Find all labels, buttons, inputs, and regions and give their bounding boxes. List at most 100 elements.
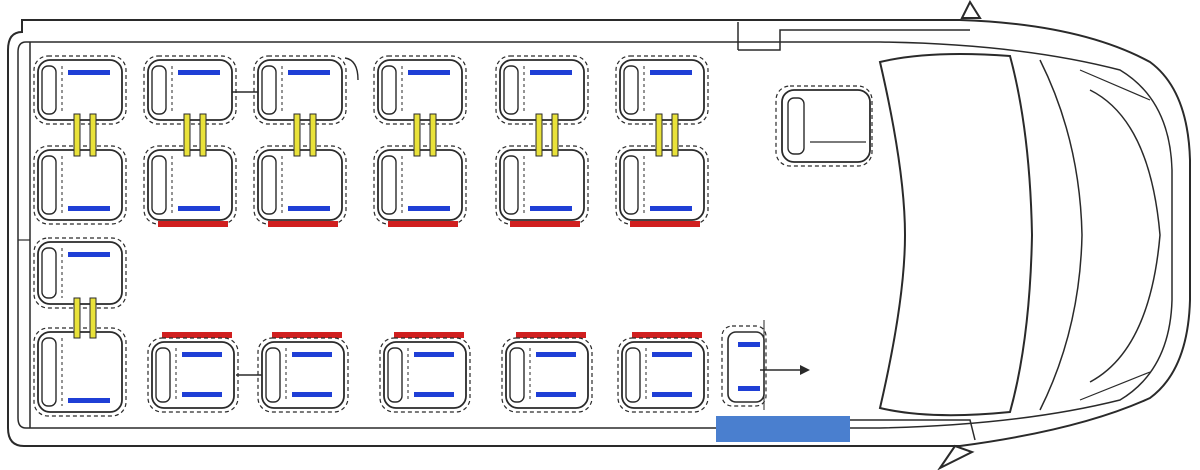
seat-connector [429, 113, 437, 157]
seat-connector [655, 113, 663, 157]
seat-backrest [151, 155, 167, 215]
side-mirror-icon [937, 444, 975, 470]
seat-stripe [408, 206, 450, 211]
seat-bar [394, 332, 464, 338]
sliding-door-track-bottom [850, 419, 976, 441]
hood-line [1039, 59, 1083, 411]
seat-backrest [41, 247, 57, 299]
headlight-lines [1079, 69, 1151, 401]
seat-stripe [182, 352, 222, 357]
passenger-seat [379, 337, 471, 413]
seat-bar [388, 221, 458, 227]
seat-backrest [387, 347, 403, 403]
passenger-seat [501, 337, 593, 413]
seat-stripe [288, 70, 330, 75]
passenger-seat [143, 145, 237, 225]
seat-cushion [377, 59, 463, 121]
seat-backrest [625, 347, 641, 403]
seat-bar [516, 332, 586, 338]
vehicle-body [7, 0, 1191, 470]
seat-backrest [503, 155, 519, 215]
seat-connector [89, 113, 97, 157]
seat-stripe [292, 392, 332, 397]
side-mirror-icon [960, 0, 982, 19]
seat-connector [293, 113, 301, 157]
seat-connector [89, 297, 97, 339]
seat-cushion [619, 59, 705, 121]
seat-shadow-outline [501, 337, 593, 413]
seat-backrest [265, 347, 281, 403]
seat-shadow-outline [253, 55, 347, 125]
seat-backrest [261, 155, 277, 215]
seat-backrest [509, 347, 525, 403]
seat-bar [158, 221, 228, 227]
seat-connector [551, 113, 559, 157]
seat-stripe [408, 70, 450, 75]
seat-backrest [623, 65, 639, 115]
seat-shadow-outline [373, 55, 467, 125]
passenger-seat [373, 145, 467, 225]
seat-connector [183, 113, 191, 157]
vehicle-extras [716, 365, 850, 442]
arrow-right-icon [800, 365, 810, 375]
passenger-seat [147, 337, 239, 413]
seat-stripe [536, 392, 576, 397]
seat-link [344, 57, 359, 81]
seat-backrest [155, 347, 171, 403]
passenger-seat [33, 55, 127, 125]
folding-seat [721, 320, 767, 410]
passenger-seat [33, 145, 127, 225]
seat-stripe [414, 392, 454, 397]
seat-stripe [68, 252, 110, 257]
passenger-seat [253, 145, 347, 225]
windshield [878, 53, 1034, 417]
seat-bar [268, 221, 338, 227]
seat-stripe [182, 392, 222, 397]
passenger-seat [617, 337, 709, 413]
seat-stripe [68, 70, 110, 75]
seat-stripe [652, 352, 692, 357]
seat-stripe [178, 70, 220, 75]
seat-stripe [178, 206, 220, 211]
seat-stripe [530, 206, 572, 211]
seat-connector [309, 113, 317, 157]
seat-cushion [621, 341, 705, 409]
passenger-seat [33, 327, 127, 417]
seat-shadow-outline [33, 55, 127, 125]
seat-cushion [505, 341, 589, 409]
seat-stripe [530, 70, 572, 75]
seat-connector [73, 113, 81, 157]
seat-cushion [781, 89, 871, 163]
seat-shadow-outline [33, 237, 127, 309]
seat-connector [671, 113, 679, 157]
passenger-seat [495, 145, 589, 225]
seat-bar [632, 332, 702, 338]
seat-stripe [650, 70, 692, 75]
seat-bar [630, 221, 700, 227]
bumper-line [1089, 89, 1161, 383]
seat-backrest [623, 155, 639, 215]
vehicle-outer-outline [7, 19, 1191, 447]
seat-stripe [738, 386, 760, 391]
seat-backrest [151, 65, 167, 115]
seat-cushion [147, 59, 233, 121]
seat-stripe [414, 352, 454, 357]
seat-cushion [151, 341, 235, 409]
seat-stripe [68, 398, 110, 403]
seat-cushion [37, 241, 123, 305]
seat-stripe [652, 392, 692, 397]
door-step [716, 416, 850, 442]
seat-shadow-outline [379, 337, 471, 413]
seat-stripe [536, 352, 576, 357]
seat-connector [199, 113, 207, 157]
passenger-seat [615, 145, 709, 225]
seat-stripe [68, 206, 110, 211]
seat-connector [413, 113, 421, 157]
seat-cushion [261, 341, 345, 409]
seat-cushion [383, 341, 467, 409]
seat-backrest [41, 65, 57, 115]
seat-shadow-outline [257, 337, 349, 413]
seat-backrest [381, 155, 397, 215]
